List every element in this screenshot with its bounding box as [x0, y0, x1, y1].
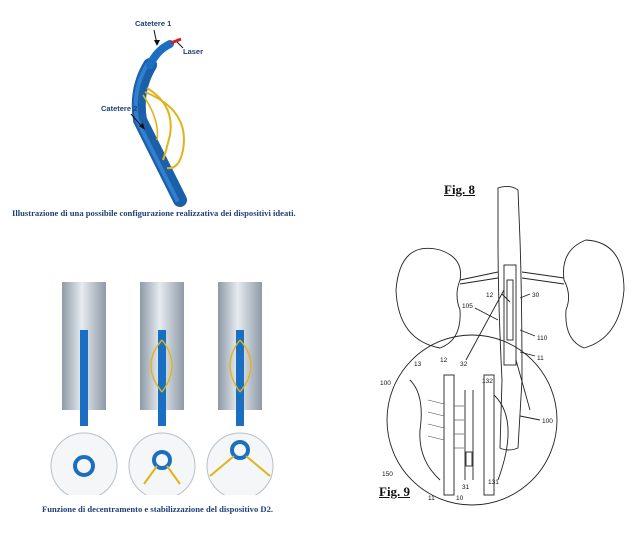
- ref-100: 100: [542, 418, 553, 425]
- fig9-title: Fig. 9: [379, 484, 411, 499]
- catheter1-label: Catetere 1: [135, 19, 171, 28]
- patent-ref-numbers: 12 30 105 110 11 100 13 12 32 100 132 15…: [380, 292, 553, 502]
- ref9-132: 132: [482, 378, 493, 385]
- ref-110: 110: [537, 335, 548, 342]
- ref9-13: 13: [414, 361, 422, 368]
- decentering-illustration: [40, 280, 280, 500]
- ref9-10: 10: [456, 495, 464, 502]
- patent-drawing: [386, 185, 625, 506]
- bottom-illustration-caption: Funzione di decentramento e stabilizzazi…: [42, 504, 274, 514]
- ref9-11: 11: [428, 495, 435, 502]
- ref-11: 11: [537, 355, 544, 362]
- ref9-150: 150: [382, 471, 393, 478]
- catheter-drawing: Catetere 1 Laser Catetere 2: [101, 19, 203, 207]
- laser-label: Laser: [183, 47, 203, 56]
- ref-105: 105: [462, 303, 473, 310]
- ref9-31: 31: [462, 484, 470, 491]
- ref9-32: 32: [460, 361, 468, 368]
- catheter-illustration: Catetere 1 Laser Catetere 2: [95, 10, 325, 210]
- ref9-12: 12: [440, 357, 448, 364]
- catheter2-label: Catetere 2: [101, 104, 137, 113]
- fig8-title: Fig. 8: [444, 182, 476, 197]
- ref-30: 30: [532, 292, 540, 299]
- ref-12: 12: [486, 292, 494, 299]
- decentering-drawing: [50, 282, 274, 500]
- patent-figure: [380, 180, 630, 510]
- ref9-100: 100: [380, 380, 391, 387]
- ref9-131: 131: [488, 479, 499, 486]
- top-illustration-caption: Illustrazione di una possibile configura…: [12, 208, 296, 218]
